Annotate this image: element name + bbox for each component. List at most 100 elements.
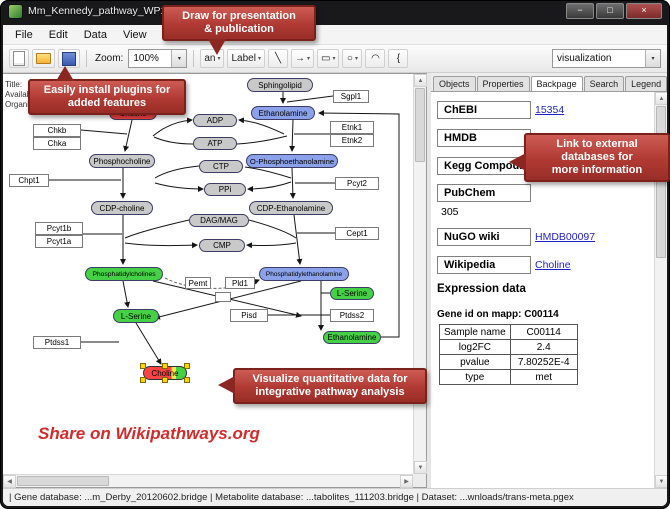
node-adp[interactable]: ADP <box>193 114 237 127</box>
arc-tool-icon: ◠ <box>371 52 380 64</box>
node-pisd[interactable]: Pisd <box>230 309 268 322</box>
menu-file[interactable]: File <box>15 28 33 41</box>
menu-data[interactable]: Data <box>83 28 107 41</box>
selection-handle[interactable] <box>140 363 146 369</box>
tab-legend[interactable]: Legend <box>625 76 667 91</box>
zoom-combobox[interactable]: 100% ▾ <box>128 49 188 68</box>
node-ctp[interactable]: CTP <box>199 160 243 173</box>
tab-search[interactable]: Search <box>583 76 625 91</box>
external-link[interactable]: Choline <box>535 259 571 271</box>
scroll-down-icon[interactable]: ▼ <box>414 461 427 474</box>
node-o-phosphoethanolamine[interactable]: O-Phosphoethanolamine <box>246 154 338 168</box>
node-cmp[interactable]: CMP <box>199 239 245 252</box>
node-aat[interactable]: Aat <box>215 292 231 302</box>
main-content: Title:Availability:Organism: Sphingolipi… <box>3 73 667 488</box>
node-cept1[interactable]: Cept1 <box>335 227 379 240</box>
node-etnk1[interactable]: Etnk1 <box>330 121 374 134</box>
line-tool[interactable]: ╲ <box>267 49 288 68</box>
chevron-down-icon[interactable]: ▾ <box>645 50 660 67</box>
arc-tool[interactable]: ◠ <box>365 49 386 68</box>
ellipse-tool[interactable]: ○▾ <box>342 49 363 68</box>
node-ppi[interactable]: PPi <box>204 183 246 196</box>
scrollbar-thumb[interactable] <box>17 476 109 486</box>
chevron-down-icon: ▾ <box>217 56 221 62</box>
new-file-button[interactable] <box>9 49 29 68</box>
node-phosphatidylcholines[interactable]: Phosphatidylcholines <box>85 267 163 281</box>
selection-handle[interactable] <box>140 377 146 383</box>
backpage-section-wikipedia: Wikipedia Choline <box>437 255 648 274</box>
callout-text: databases for <box>561 151 633 163</box>
node-chka[interactable]: Chka <box>33 137 81 150</box>
scroll-right-icon[interactable]: ▶ <box>400 475 413 488</box>
node-ethanolamine[interactable]: Ethanolamine <box>323 331 381 344</box>
brace-tool[interactable]: { <box>388 49 409 68</box>
node-atp[interactable]: ATP <box>193 137 237 150</box>
node-cdp-choline[interactable]: CDP-choline <box>91 201 153 215</box>
selection-handle[interactable] <box>162 377 168 383</box>
rect-tool[interactable]: ▭▾ <box>316 49 340 68</box>
node-l-serine[interactable]: L-Serine <box>330 287 374 300</box>
scrollbar-thumb[interactable] <box>415 88 425 162</box>
tab-properties[interactable]: Properties <box>476 76 530 91</box>
selection-handle[interactable] <box>162 363 168 369</box>
menu-edit[interactable]: Edit <box>48 28 68 41</box>
side-scrollbar[interactable]: ▲ ▼ <box>654 92 667 488</box>
node-etnk2[interactable]: Etnk2 <box>330 134 374 147</box>
label-tool[interactable]: Label▾ <box>227 49 265 68</box>
line-tool-icon: ╲ <box>274 52 281 64</box>
node-chpt1[interactable]: Chpt1 <box>9 174 49 187</box>
node-pld1[interactable]: Pld1 <box>225 277 255 289</box>
node-ptdss2[interactable]: Ptdss2 <box>330 309 374 322</box>
node-phosphocholine[interactable]: Phosphocholine <box>89 154 155 168</box>
node-ethanolamine[interactable]: Ethanolamine <box>251 106 315 120</box>
node-chkb[interactable]: Chkb <box>33 124 81 137</box>
toolbar-separator <box>86 50 87 67</box>
node-pcyt2[interactable]: Pcyt2 <box>335 177 379 190</box>
node-dag-mag[interactable]: DAG/MAG <box>189 214 249 227</box>
section-header: Wikipedia <box>437 256 531 274</box>
open-file-button[interactable] <box>32 49 55 68</box>
canvas-horizontal-scrollbar[interactable]: ◀ ▶ <box>3 474 413 488</box>
maximize-button[interactable]: □ <box>596 3 624 19</box>
visualization-combobox[interactable]: visualization ▾ <box>552 49 661 68</box>
toolbar: Zoom: 100% ▾ an▾Label▾╲→▾▭▾○▾◠{ visualiz… <box>3 45 667 73</box>
selection-handle[interactable] <box>184 363 190 369</box>
menu-view[interactable]: View <box>122 28 147 41</box>
scroll-up-icon[interactable]: ▲ <box>414 74 427 87</box>
minimize-button[interactable]: − <box>566 3 594 19</box>
section-header: ChEBI <box>437 101 531 119</box>
scroll-up-icon[interactable]: ▲ <box>655 92 667 105</box>
close-button[interactable]: × <box>626 3 662 19</box>
node-l-serine[interactable]: L-Serine <box>113 309 159 323</box>
tab-backpage[interactable]: Backpage <box>530 76 583 91</box>
node-pcyt1b[interactable]: Pcyt1b <box>35 222 83 235</box>
node-sgpl1[interactable]: Sgpl1 <box>333 90 369 103</box>
node-cdp-ethanolamine[interactable]: CDP-Ethanolamine <box>249 201 333 215</box>
scroll-down-icon[interactable]: ▼ <box>655 475 667 488</box>
scroll-left-icon[interactable]: ◀ <box>3 475 16 488</box>
backpage-content: ChEBI15354HMDBHMDB00097Kegg CompoundC001… <box>431 92 654 488</box>
tab-objects[interactable]: Objects <box>433 76 476 91</box>
pathway-canvas[interactable]: Title:Availability:Organism: Sphingolipi… <box>3 74 413 474</box>
node-pemt[interactable]: Pemt <box>185 277 211 289</box>
callout-text: more information <box>551 164 643 176</box>
node-pcyt1a[interactable]: Pcyt1a <box>35 235 83 248</box>
external-link[interactable]: HMDB00097 <box>535 231 596 243</box>
selection-handle[interactable] <box>184 377 190 383</box>
node-phosphatidylethanolamine[interactable]: Phosphatidylethanolamine <box>259 267 349 281</box>
backpage-section-chebi: ChEBI 15354 <box>437 100 648 119</box>
chevron-down-icon[interactable]: ▾ <box>171 50 187 67</box>
panel-splitter[interactable] <box>427 73 431 488</box>
node-sphingolipid[interactable]: Sphingolipid <box>247 78 313 92</box>
external-link[interactable]: 15354 <box>535 104 565 116</box>
scrollbar-thumb[interactable] <box>656 106 666 258</box>
status-bar: | Gene database: ...m_Derby_20120602.bri… <box>3 488 667 506</box>
app-frame: FileEditDataViewPluginsHelp Zoom: 100% ▾… <box>3 25 667 506</box>
arrow-tool[interactable]: →▾ <box>290 49 314 68</box>
node-ptdss1[interactable]: Ptdss1 <box>33 336 81 349</box>
canvas-vertical-scrollbar[interactable]: ▲ ▼ <box>413 74 427 474</box>
title-bar[interactable]: Mm_Kennedy_pathway_WP1771_45176.gp... −□… <box>0 0 670 22</box>
